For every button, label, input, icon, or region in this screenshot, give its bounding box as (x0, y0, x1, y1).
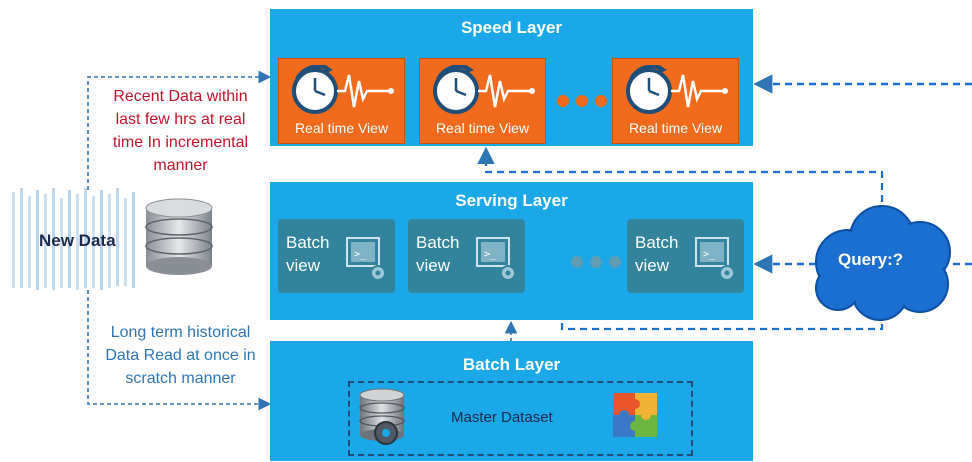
batch-view: Batch view >_ (408, 219, 525, 293)
recent-data-note-line: manner (153, 157, 208, 174)
stopwatch-pulse-icon (433, 65, 535, 114)
arrow-newdata-to-speed (87, 70, 272, 190)
new-data-source (10, 188, 213, 292)
historical-data-note: Long term historical Data Read at once i… (88, 321, 273, 390)
real-time-view: Real time View (278, 58, 405, 144)
stopwatch-pulse-icon (626, 65, 728, 114)
serving-layer-title: Serving Layer (455, 191, 568, 210)
batch-layer: Batch Layer (270, 341, 753, 461)
svg-text:>_: >_ (703, 249, 716, 260)
puzzle-icon (613, 393, 657, 437)
query-label: Query:? (838, 250, 904, 269)
speed-layer-title: Speed Layer (460, 18, 563, 37)
recent-data-note-line: time In incremental (112, 134, 249, 151)
database-gear-icon (359, 388, 405, 445)
svg-text:>_: >_ (484, 249, 497, 260)
new-data-label: New Data (39, 231, 116, 250)
historical-data-note-line: Long term historical (110, 324, 251, 341)
batch-view-label: Batch view (286, 233, 330, 275)
terminal-gear-icon: >_ (695, 237, 735, 281)
real-time-view-label: Real time View (435, 120, 530, 136)
terminal-gear-icon: >_ (346, 237, 386, 281)
batch-view-label: Batch view (635, 233, 679, 275)
batch-view-label: Batch view (416, 233, 460, 275)
batch-view: Batch view >_ (278, 219, 395, 293)
stopwatch-pulse-icon (292, 65, 394, 114)
svg-text:>_: >_ (354, 249, 367, 260)
real-time-view: Real time View (419, 58, 546, 144)
ellipsis-dots (571, 256, 621, 268)
master-dataset-label: Master Dataset (451, 409, 553, 426)
speed-layer: Speed Layer Real time View Real time Vie… (270, 9, 753, 146)
terminal-gear-icon: >_ (476, 237, 516, 281)
cloud-icon (815, 205, 951, 321)
arrow-newdata-to-batch (87, 290, 272, 411)
real-time-view-label: Real time View (294, 120, 389, 136)
recent-data-note-line: Recent Data within (113, 88, 248, 105)
recent-data-note-line: last few hrs at real (115, 111, 246, 128)
real-time-view-label: Real time View (628, 120, 723, 136)
database-icon (145, 198, 213, 275)
arrow-query-up-to-speed (477, 146, 884, 226)
batch-layer-title: Batch Layer (462, 355, 561, 374)
batch-view: Batch view >_ (627, 219, 744, 293)
master-dataset-box (348, 381, 693, 456)
binary-stream-icon (12, 188, 135, 290)
historical-data-note-line: scratch manner (125, 370, 236, 387)
real-time-view: Real time View (612, 58, 739, 144)
ellipsis-dots (557, 95, 607, 107)
recent-data-note: Recent Data within last few hrs at real … (88, 85, 273, 177)
historical-data-note-line: Data Read at once in (105, 347, 256, 364)
